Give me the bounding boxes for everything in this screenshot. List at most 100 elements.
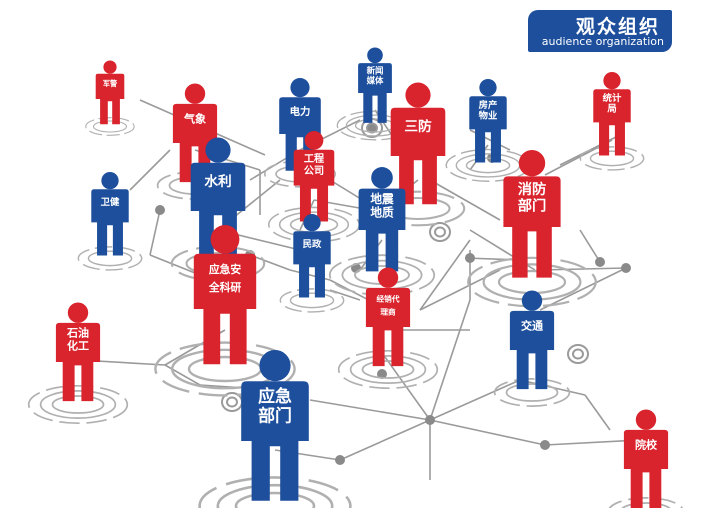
connection-line (539, 267, 627, 311)
connection-line (164, 364, 201, 386)
node-label: 公司 (304, 165, 324, 177)
person-head (304, 131, 324, 150)
node-label: 统计 (603, 92, 622, 104)
node-label: 全科研 (208, 280, 242, 294)
ground-ring (216, 483, 334, 512)
person-head (479, 79, 497, 97)
ground-ring (279, 288, 345, 313)
connection-line (429, 179, 501, 221)
ground-ring (349, 355, 427, 384)
connection-line (429, 379, 521, 421)
connection-line (584, 394, 611, 431)
person-body (293, 231, 331, 298)
ground-ring (465, 157, 511, 174)
person-body (358, 188, 406, 272)
ground-ring (87, 250, 133, 267)
title-en: audience organization (541, 35, 664, 48)
person-body (91, 189, 129, 256)
node-label: 水利 (204, 173, 231, 190)
person-body (241, 381, 309, 501)
connection-line (419, 239, 471, 311)
person-body (390, 107, 446, 205)
node-label: 房产 (479, 99, 498, 111)
person-body (503, 176, 561, 278)
node-label: 化工 (67, 338, 89, 352)
node-label: 民政 (303, 238, 322, 250)
junction-dot (367, 123, 377, 133)
node-label: 新闻 (367, 66, 384, 76)
node-label: 局 (606, 104, 616, 115)
node-transport: 交通 (493, 290, 571, 407)
person-head (405, 82, 431, 108)
person-body (358, 63, 392, 123)
person-body (172, 103, 218, 183)
node-label: 物业 (479, 110, 498, 122)
node-army: 军警 (85, 60, 135, 136)
person-head (101, 172, 119, 190)
ground-ring (505, 383, 559, 402)
node-label: 三防 (404, 118, 432, 135)
ground-ring (77, 246, 143, 271)
node-label: 交通 (521, 319, 544, 333)
person-head (259, 350, 291, 382)
node-label: 地震 (370, 192, 394, 206)
person-head (518, 150, 546, 177)
person-body (193, 253, 257, 365)
junction-dot (155, 205, 165, 215)
node-label: 理商 (380, 306, 396, 316)
target-ring (226, 396, 238, 408)
ground-ring (497, 269, 567, 295)
person-head (103, 60, 117, 74)
person-body (593, 89, 631, 156)
ground-ring (198, 476, 352, 512)
ground-ring (51, 395, 105, 414)
junction-dot (335, 455, 345, 465)
junction-dot (377, 369, 387, 379)
junction-dot (425, 415, 435, 425)
person-body (365, 287, 411, 367)
person-head (205, 137, 231, 163)
ground-ring (619, 502, 673, 512)
node-statistics: 统计局 (579, 72, 645, 171)
ground-ring (187, 355, 263, 383)
target-ring (567, 344, 589, 364)
person-head (367, 47, 383, 64)
node-hygiene: 卫健 (77, 172, 143, 271)
ground-ring (85, 117, 135, 136)
connection-line (429, 419, 546, 446)
node-civil: 民政 (279, 214, 345, 313)
ground-ring (579, 146, 645, 171)
junction-dot (595, 257, 605, 267)
person-head (290, 78, 310, 98)
title-badge: 观众组织 audience organization (528, 10, 672, 52)
title-zh: 观众组织 (575, 16, 660, 38)
ground-ring (92, 120, 128, 133)
target-ring (572, 348, 584, 360)
node-label: 卫健 (101, 196, 120, 208)
ground-ring (154, 341, 296, 397)
junction-dot (540, 440, 550, 450)
node-label: 电力 (290, 105, 311, 118)
ground-ring (39, 390, 117, 419)
connection-line (249, 254, 291, 271)
connection-line (539, 267, 627, 271)
person-body (469, 96, 507, 163)
node-label: 经销代 (377, 294, 400, 304)
person-body (623, 429, 669, 509)
person-head (184, 83, 206, 104)
node-college: 院校 (607, 409, 685, 512)
node-label: 工程 (304, 152, 324, 165)
connection-line (129, 149, 171, 191)
person-head (67, 302, 89, 323)
node-label: 媒体 (366, 75, 384, 85)
ground-ring (493, 378, 571, 407)
